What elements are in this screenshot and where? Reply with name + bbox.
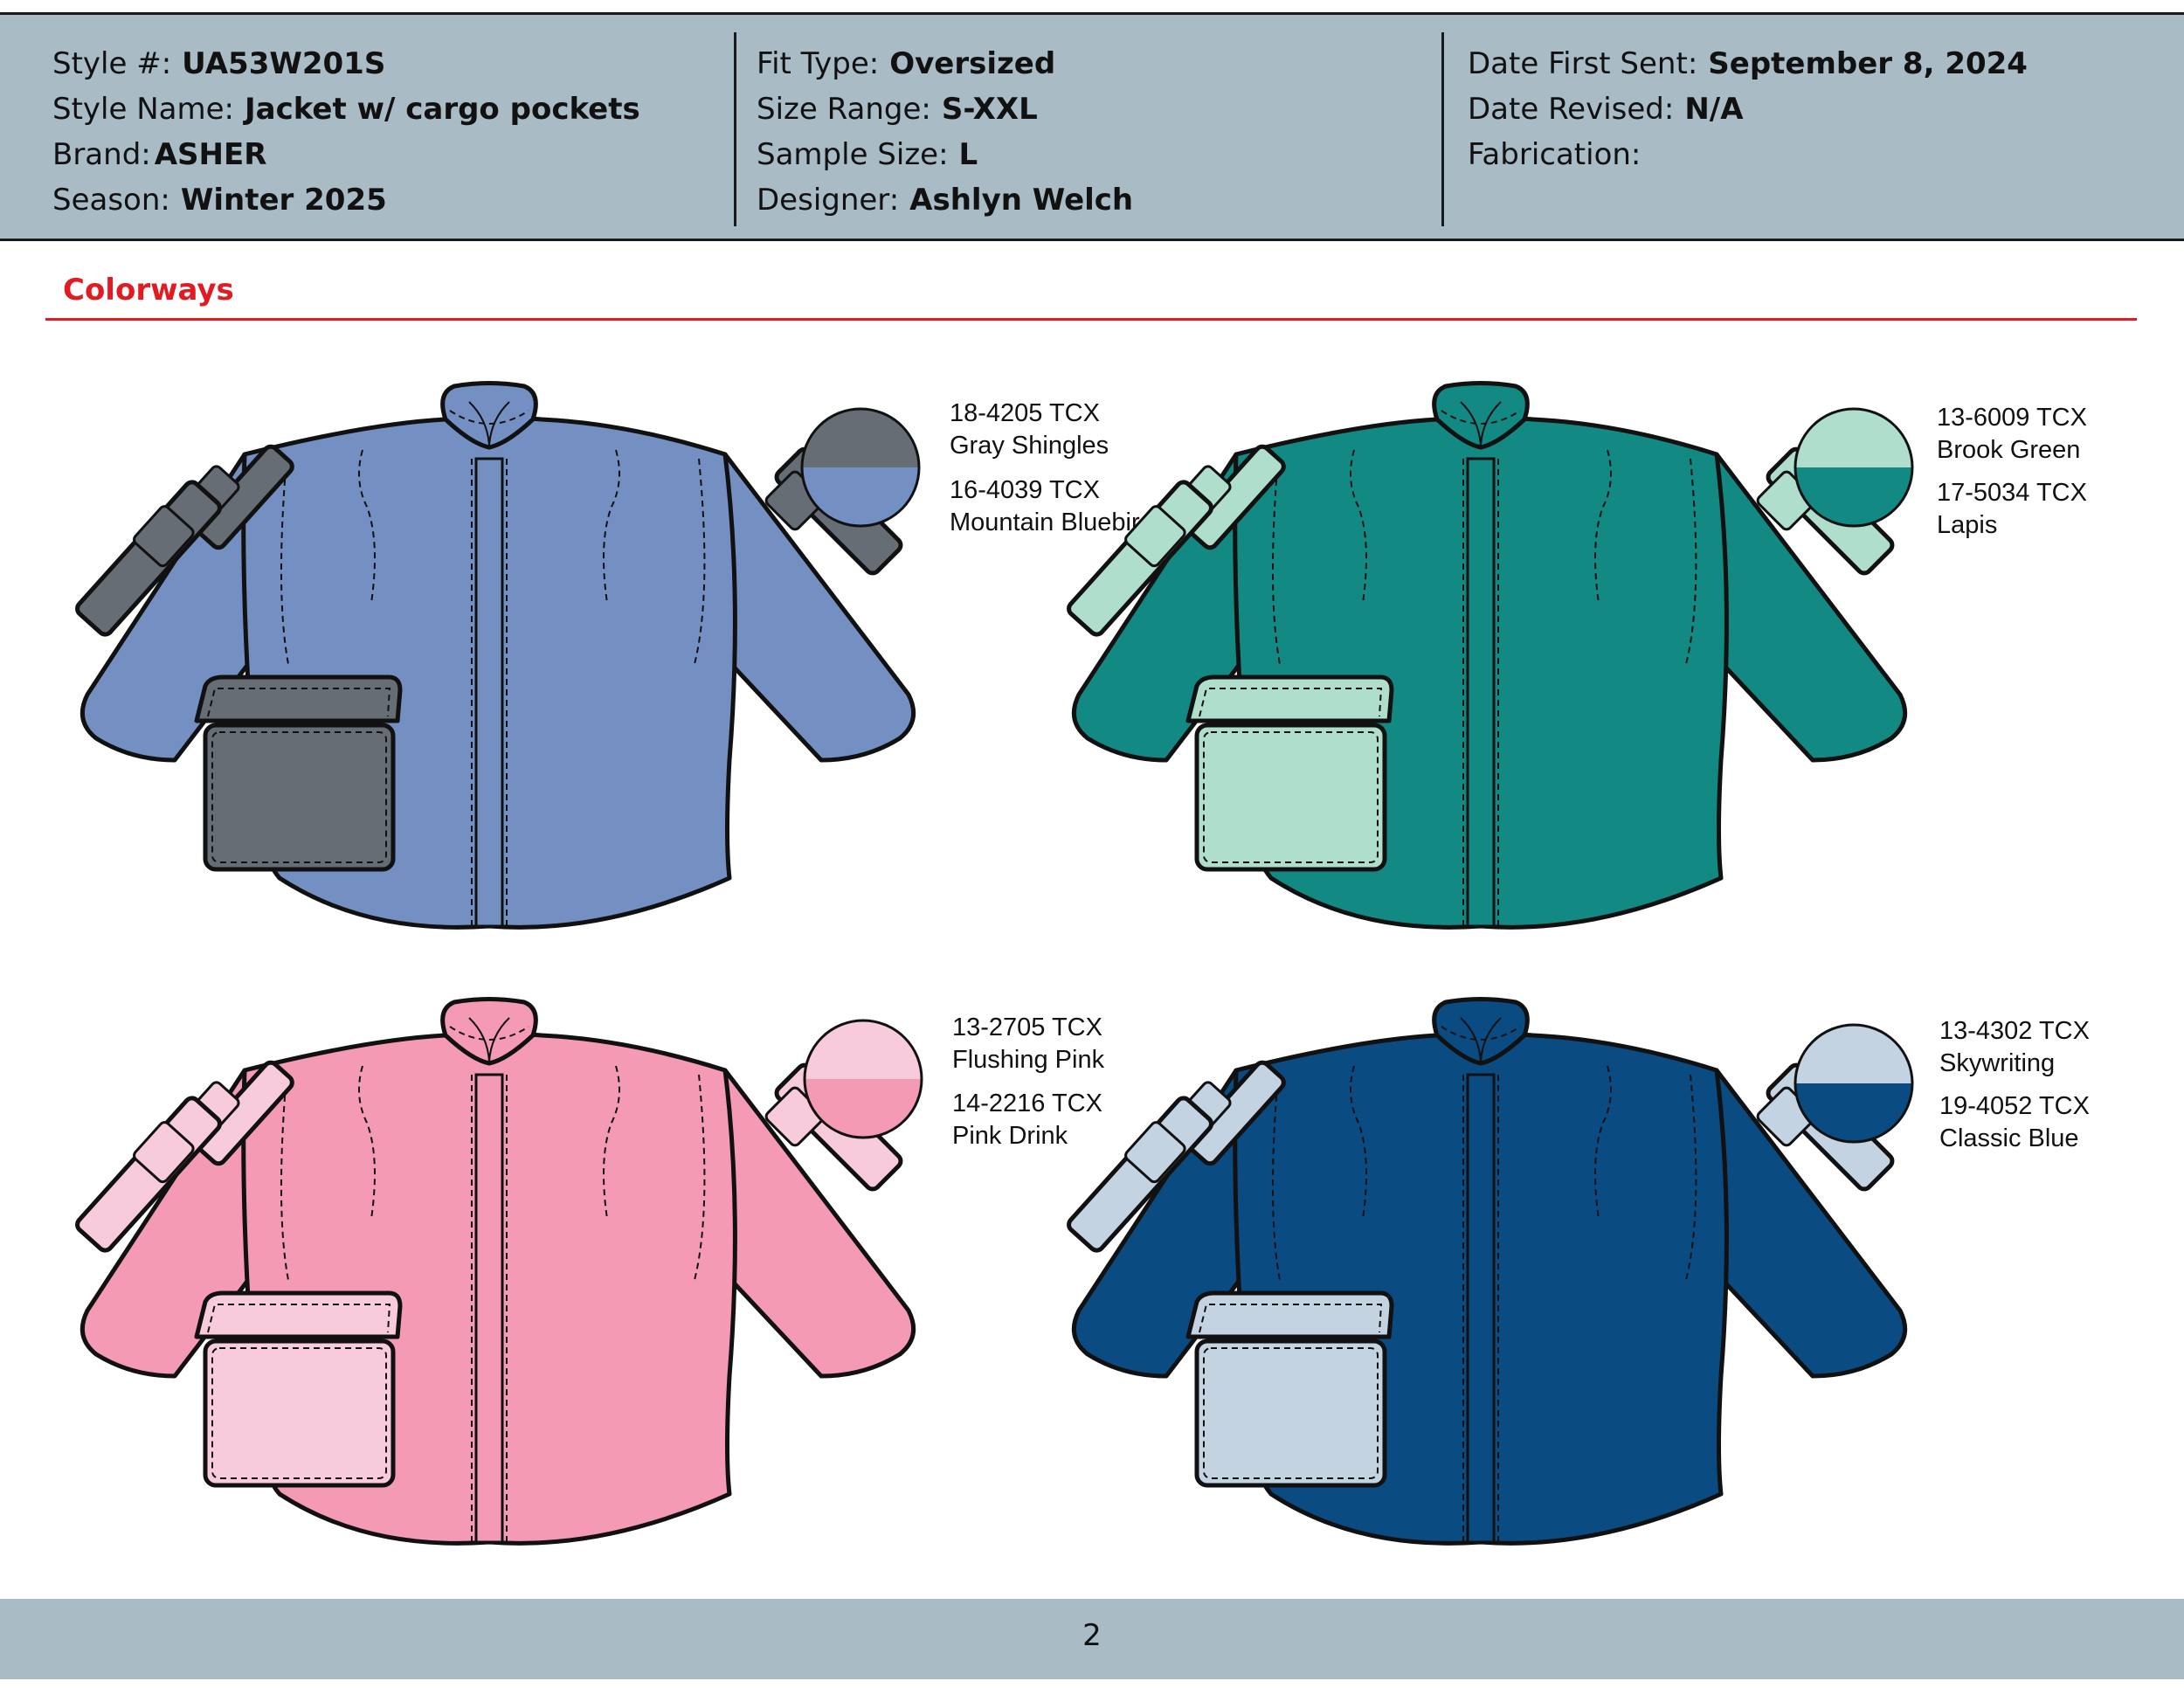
designer-row: Designer: Ashlyn Welch bbox=[757, 177, 1133, 223]
date-first-sent-label: Date First Sent: bbox=[1468, 46, 1698, 81]
color-swatch bbox=[1794, 1023, 1914, 1144]
sample-size-label: Sample Size: bbox=[757, 137, 949, 172]
fit-type-label: Fit Type: bbox=[757, 46, 880, 81]
style-name-value: Jacket w/ cargo pockets bbox=[244, 92, 640, 127]
right-sleeve bbox=[1679, 452, 1908, 763]
right-sleeve bbox=[688, 1068, 916, 1379]
season-row: Season: Winter 2025 bbox=[52, 177, 640, 223]
season-value: Winter 2025 bbox=[180, 183, 387, 218]
body-color-name: Classic Blue bbox=[1939, 1124, 2079, 1152]
header-column-fit: Fit Type: Oversized Size Range: S-XXL Samp… bbox=[757, 41, 1133, 223]
header-divider bbox=[1441, 32, 1444, 226]
cargo-pocket bbox=[1185, 675, 1394, 872]
collar-stitch bbox=[1441, 410, 1521, 425]
body-color-name: Mountain Bluebird bbox=[950, 508, 1154, 536]
collar bbox=[440, 997, 538, 1066]
style-name-label: Style Name: bbox=[52, 92, 234, 127]
jacket-flat-sketch bbox=[1067, 997, 1908, 1546]
header-divider bbox=[734, 32, 736, 226]
fit-type-value: Oversized bbox=[889, 46, 1056, 81]
fabrication-row: Fabrication: bbox=[1468, 132, 2028, 177]
collar-stitch bbox=[1441, 1026, 1521, 1041]
size-range-label: Size Range: bbox=[757, 92, 931, 127]
accent-color-code: 18-4205 TCX bbox=[950, 399, 1100, 427]
section-title: Colorways bbox=[63, 273, 234, 308]
left-sleeve-pocket-lower bbox=[1067, 480, 1213, 637]
designer-value: Ashlyn Welch bbox=[909, 183, 1134, 218]
body-color-code: 19-4052 TCX bbox=[1939, 1092, 2090, 1120]
jacket-flat-sketch bbox=[1067, 381, 1908, 930]
fabrication-label: Fabrication: bbox=[1468, 137, 1641, 172]
center-placket bbox=[1466, 457, 1496, 928]
header-column-style: Style #: UA53W201S Style Name: Jacket w/ c… bbox=[52, 41, 640, 223]
cargo-pocket bbox=[1185, 1290, 1394, 1488]
collar bbox=[440, 381, 538, 450]
left-sleeve-pocket-lower bbox=[1067, 1096, 1213, 1253]
collar bbox=[1432, 381, 1530, 450]
spec-header: Style #: UA53W201S Style Name: Jacket w/ c… bbox=[0, 12, 2184, 241]
style-number-value: UA53W201S bbox=[182, 46, 386, 81]
left-sleeve-pocket-upper bbox=[1185, 1060, 1286, 1166]
body-color-code: 14-2216 TCX bbox=[952, 1090, 1102, 1117]
color-swatch bbox=[1794, 407, 1914, 528]
color-swatch bbox=[803, 1019, 923, 1139]
date-revised-value: N/A bbox=[1684, 92, 1744, 127]
center-placket bbox=[1466, 1073, 1496, 1544]
accent-color-code: 13-4302 TCX bbox=[1939, 1017, 2090, 1045]
date-revised-label: Date Revised: bbox=[1468, 92, 1675, 127]
cargo-pocket bbox=[194, 1290, 403, 1488]
sample-size-row: Sample Size: L bbox=[757, 132, 1133, 177]
collar-stitch bbox=[449, 1026, 529, 1041]
body-color-code: 16-4039 TCX bbox=[950, 476, 1100, 504]
body-color-name: Lapis bbox=[1937, 511, 1998, 539]
accent-color-name: Brook Green bbox=[1937, 436, 2081, 464]
accent-color-name: Skywriting bbox=[1939, 1049, 2056, 1077]
left-sleeve-pocket-upper bbox=[193, 1060, 294, 1166]
collar-stitch bbox=[449, 410, 529, 425]
fit-type-row: Fit Type: Oversized bbox=[757, 41, 1133, 86]
collar bbox=[1432, 997, 1530, 1066]
accent-color-name: Flushing Pink bbox=[952, 1046, 1105, 1074]
body-color-code: 17-5034 TCX bbox=[1937, 479, 2087, 507]
brand-row: Brand:ASHER bbox=[52, 132, 640, 177]
size-range-row: Size Range: S-XXL bbox=[757, 86, 1133, 132]
jacket-flat-sketch bbox=[75, 381, 916, 930]
style-name-row: Style Name: Jacket w/ cargo pockets bbox=[52, 86, 640, 132]
accent-color-name: Gray Shingles bbox=[950, 432, 1109, 460]
brand-label: Brand: bbox=[52, 137, 151, 172]
style-number-label: Style #: bbox=[52, 46, 172, 81]
center-placket bbox=[474, 457, 504, 928]
date-revised-row: Date Revised: N/A bbox=[1468, 86, 2028, 132]
page-number: 2 bbox=[1082, 1618, 1102, 1653]
left-sleeve-pocket-lower bbox=[75, 480, 222, 637]
designer-label: Designer: bbox=[757, 183, 900, 218]
center-placket bbox=[474, 1073, 504, 1544]
brand-value: ASHER bbox=[154, 137, 267, 172]
jacket-flat-sketch bbox=[75, 997, 916, 1546]
date-first-sent-row: Date First Sent: September 8, 2024 bbox=[1468, 41, 2028, 86]
left-sleeve-pocket-lower bbox=[75, 1096, 222, 1253]
style-number-row: Style #: UA53W201S bbox=[52, 41, 640, 86]
right-sleeve bbox=[688, 452, 916, 763]
date-first-sent-value: September 8, 2024 bbox=[1708, 46, 2028, 81]
sample-size-value: L bbox=[958, 137, 978, 172]
right-sleeve bbox=[1679, 1068, 1908, 1379]
body-color-name: Pink Drink bbox=[952, 1122, 1068, 1150]
season-label: Season: bbox=[52, 183, 170, 218]
section-divider bbox=[45, 318, 2137, 321]
page-footer: 2 bbox=[0, 1599, 2184, 1679]
accent-color-code: 13-6009 TCX bbox=[1937, 404, 2087, 432]
color-swatch bbox=[800, 407, 921, 528]
size-range-value: S-XXL bbox=[941, 92, 1038, 127]
accent-color-code: 13-2705 TCX bbox=[952, 1013, 1102, 1041]
header-column-dates: Date First Sent: September 8, 2024 Date R… bbox=[1468, 41, 2028, 177]
cargo-pocket bbox=[194, 675, 403, 872]
